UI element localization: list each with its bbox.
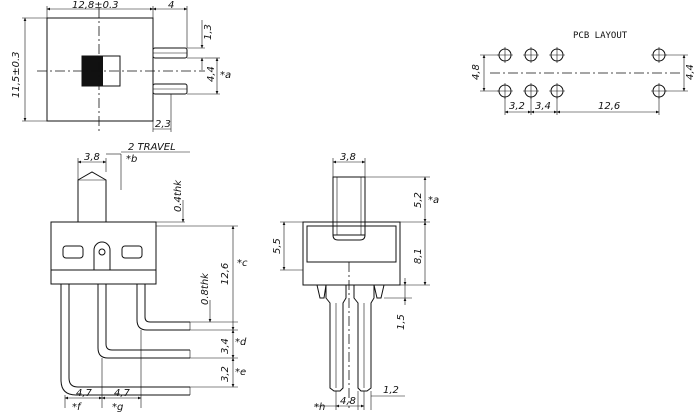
top-pin-width-dim: 1,3 (203, 24, 214, 40)
pcb-row-spacing-right: 4,4 (685, 64, 696, 80)
front-pins (60, 284, 191, 396)
front-actuator-width: 3,8 (84, 152, 100, 163)
side-view: 3,8 5,2 *a 5,5 8,1 (272, 152, 439, 413)
side-pin-pitch: 4,8 (340, 396, 356, 407)
top-pin-spacing-dim: 4,4 (206, 66, 217, 82)
side-actuator-note: *a (428, 195, 439, 206)
top-width-dim: 12,8±0.3 (72, 0, 119, 11)
front-height-note: *c (237, 258, 248, 269)
pcb-layout-title: PCB LAYOUT (573, 31, 628, 41)
side-body (302, 221, 401, 286)
pcb-layout: PCB LAYOUT 4,8 4,4 (471, 31, 696, 115)
side-body-height-left: 5,5 (272, 238, 283, 254)
front-pitch-1-note: *f (72, 402, 82, 413)
pcb-hole-spacing-1: 3,2 (509, 101, 525, 112)
front-body (50, 221, 157, 285)
top-pin-length-dim: 4 (168, 0, 174, 11)
front-lower-dim-2: 3,2 (220, 366, 231, 382)
front-pitch-2: 4,7 (114, 388, 131, 399)
side-standoff: 1,5 (396, 314, 407, 330)
top-pin-offset-dim: 2,3 (155, 119, 171, 130)
side-pin-width: 1,2 (383, 385, 399, 396)
pcb-hole-spacing-2: 3,4 (535, 101, 551, 112)
top-view-pins (152, 47, 188, 95)
front-pitch-1: 4,7 (76, 388, 93, 399)
side-body-height-right: 8,1 (413, 248, 424, 264)
front-pin-thickness: 0.8thk (200, 272, 211, 305)
front-pitch-2-note: *g (112, 402, 123, 413)
front-travel: 2 TRAVEL (128, 142, 176, 153)
front-view: 3,8 2 TRAVEL *b 0.4thk (50, 142, 248, 413)
top-view: 12,8±0.3 4 11,5±0.3 1,3 4,4 *a 2,3 (11, 0, 231, 132)
front-cover-thickness: 0.4thk (173, 179, 184, 212)
front-lower-dim-1-note: *d (235, 337, 247, 348)
top-view-body (46, 17, 154, 122)
side-actuator-width: 3,8 (340, 152, 356, 163)
side-pins (325, 285, 375, 392)
pcb-hole-spacing-3: 12,6 (598, 101, 620, 112)
front-height-dim: 12,6 (220, 263, 231, 285)
front-travel-note: *b (126, 154, 137, 165)
front-actuator (77, 171, 107, 222)
front-lower-dim-2-note: *e (235, 367, 246, 378)
front-lower-dim-1: 3,4 (220, 338, 231, 354)
top-height-dim: 11,5±0.3 (11, 51, 22, 98)
side-pin-pitch-note: *h (314, 402, 325, 413)
side-actuator (332, 176, 366, 236)
top-pin-spacing-note: *a (220, 70, 231, 81)
pcb-row-spacing-left: 4,8 (471, 64, 482, 80)
side-actuator-height: 5,2 (413, 192, 424, 208)
